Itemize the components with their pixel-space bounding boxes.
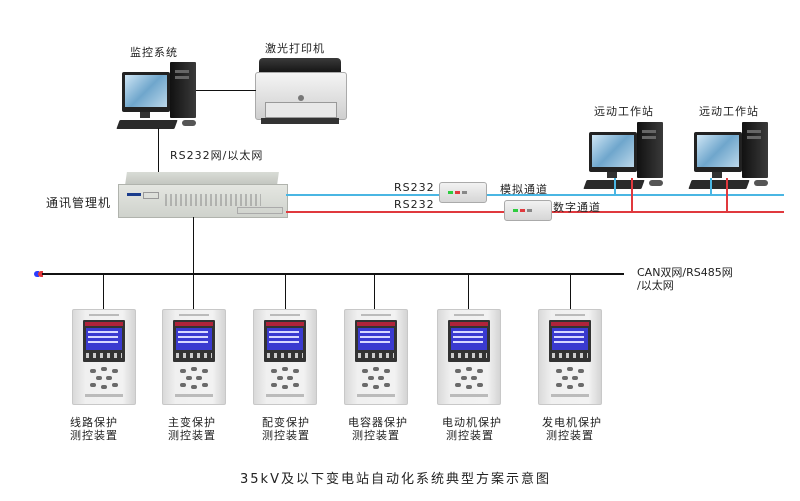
analog-channel-label: 模拟通道: [500, 183, 548, 196]
protection-device-icon: [538, 309, 602, 405]
device-drop-line: [285, 274, 286, 309]
printer-icon: [255, 58, 347, 130]
device-1-label-line1: 线路保护: [70, 416, 118, 429]
device-drop-line: [570, 274, 571, 309]
digital-modem-icon: [504, 200, 552, 221]
printer-link-line: [196, 90, 256, 91]
laser-printer-label: 激光打印机: [265, 42, 325, 55]
monitor-system-computer-icon: [116, 62, 204, 138]
remote-station-1-label: 远动工作站: [594, 105, 654, 118]
protection-device-icon: [437, 309, 501, 405]
remote-station-1-computer-icon: [583, 122, 671, 198]
protection-device-icon: [72, 309, 136, 405]
device-1-label-line2: 测控装置: [70, 429, 118, 442]
remote-1-digital-drop: [631, 178, 633, 212]
device-5-label-line2: 测控装置: [446, 429, 494, 442]
remote-station-2-computer-icon: [688, 122, 776, 198]
rs232-label-2: RS232: [394, 198, 435, 211]
device-5-label-line1: 电动机保护: [442, 416, 502, 429]
device-6-label-line2: 测控装置: [546, 429, 594, 442]
device-6-label-line1: 发电机保护: [542, 416, 602, 429]
monitor-comm-link-line: [158, 128, 159, 174]
device-drop-line: [103, 274, 104, 309]
device-3-label-line2: 测控装置: [262, 429, 310, 442]
remote-station-2-label: 远动工作站: [699, 105, 759, 118]
bus-end-arrow-icon: [34, 271, 44, 277]
rs232-ethernet-label: RS232网/以太网: [170, 149, 264, 162]
device-4-label-line2: 测控装置: [352, 429, 400, 442]
comm-bus-link-line: [193, 217, 194, 274]
field-bus-line: [42, 273, 624, 275]
comm-manager-rack-icon: [118, 172, 288, 218]
protection-device-icon: [162, 309, 226, 405]
device-drop-line: [193, 274, 194, 309]
remote-2-analog-drop: [710, 178, 712, 195]
diagram-caption: 35kV及以下变电站自动化系统典型方案示意图: [240, 472, 551, 487]
analog-channel-line: [286, 194, 784, 196]
device-3-label-line1: 配变保护: [262, 416, 310, 429]
device-2-label-line1: 主变保护: [168, 416, 216, 429]
comm-manager-label: 通讯管理机: [46, 196, 112, 210]
monitor-system-label: 监控系统: [130, 46, 178, 59]
protection-device-icon: [253, 309, 317, 405]
digital-channel-label: 数字通道: [553, 201, 601, 214]
remote-2-digital-drop: [726, 178, 728, 212]
analog-modem-icon: [439, 182, 487, 203]
device-drop-line: [468, 274, 469, 309]
field-bus-label-line2: /以太网: [637, 279, 674, 292]
device-2-label-line2: 测控装置: [168, 429, 216, 442]
remote-1-analog-drop: [614, 178, 616, 195]
field-bus-label-line1: CAN双网/RS485网: [637, 266, 733, 279]
device-4-label-line1: 电容器保护: [348, 416, 408, 429]
protection-device-icon: [344, 309, 408, 405]
rs232-label-1: RS232: [394, 181, 435, 194]
device-drop-line: [374, 274, 375, 309]
